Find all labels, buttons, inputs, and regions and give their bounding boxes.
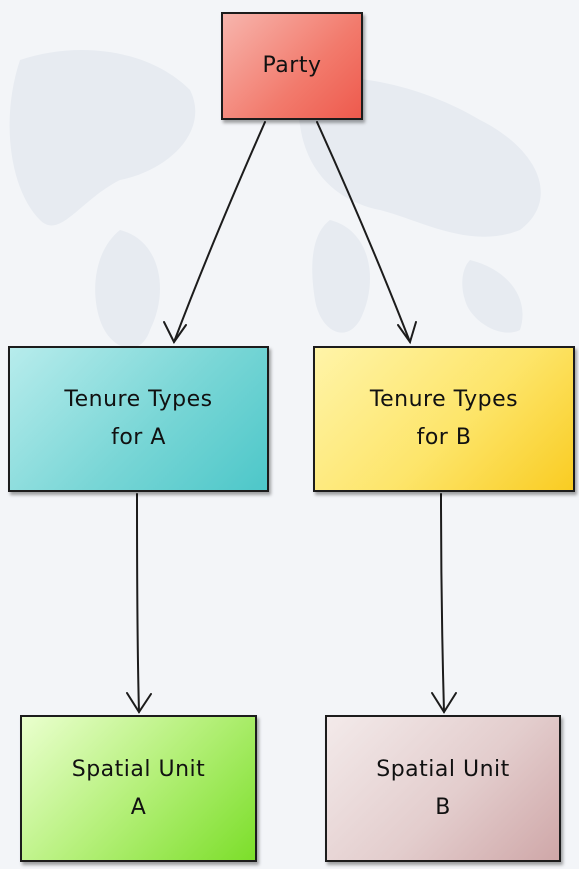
edge-party-to-tenure-a xyxy=(173,121,266,343)
arrowhead-tenure-b xyxy=(397,321,417,345)
arrowhead-spatial-a xyxy=(126,692,152,714)
node-spatial-unit-b[interactable]: Spatial Unit B xyxy=(325,715,561,862)
node-party[interactable]: Party xyxy=(221,12,363,120)
arrowhead-spatial-b xyxy=(431,692,457,714)
arrowhead-tenure-a xyxy=(163,321,187,344)
node-spatial-unit-a[interactable]: Spatial Unit A xyxy=(20,715,257,862)
node-spatial-unit-a-label: Spatial Unit A xyxy=(71,756,206,820)
node-tenure-types-b[interactable]: Tenure Types for B xyxy=(313,346,575,492)
node-tenure-types-b-label: Tenure Types for B xyxy=(369,387,519,450)
node-tenure-types-a-label: Tenure Types for A xyxy=(64,387,213,450)
node-spatial-unit-b-label: Spatial Unit B xyxy=(376,756,510,820)
edge-party-to-tenure-b xyxy=(316,121,411,343)
edge-tenure-a-to-spatial-a xyxy=(136,493,140,713)
node-tenure-types-a[interactable]: Tenure Types for A xyxy=(8,346,269,492)
node-party-label: Party xyxy=(262,53,322,78)
edge-tenure-b-to-spatial-b xyxy=(440,493,445,713)
